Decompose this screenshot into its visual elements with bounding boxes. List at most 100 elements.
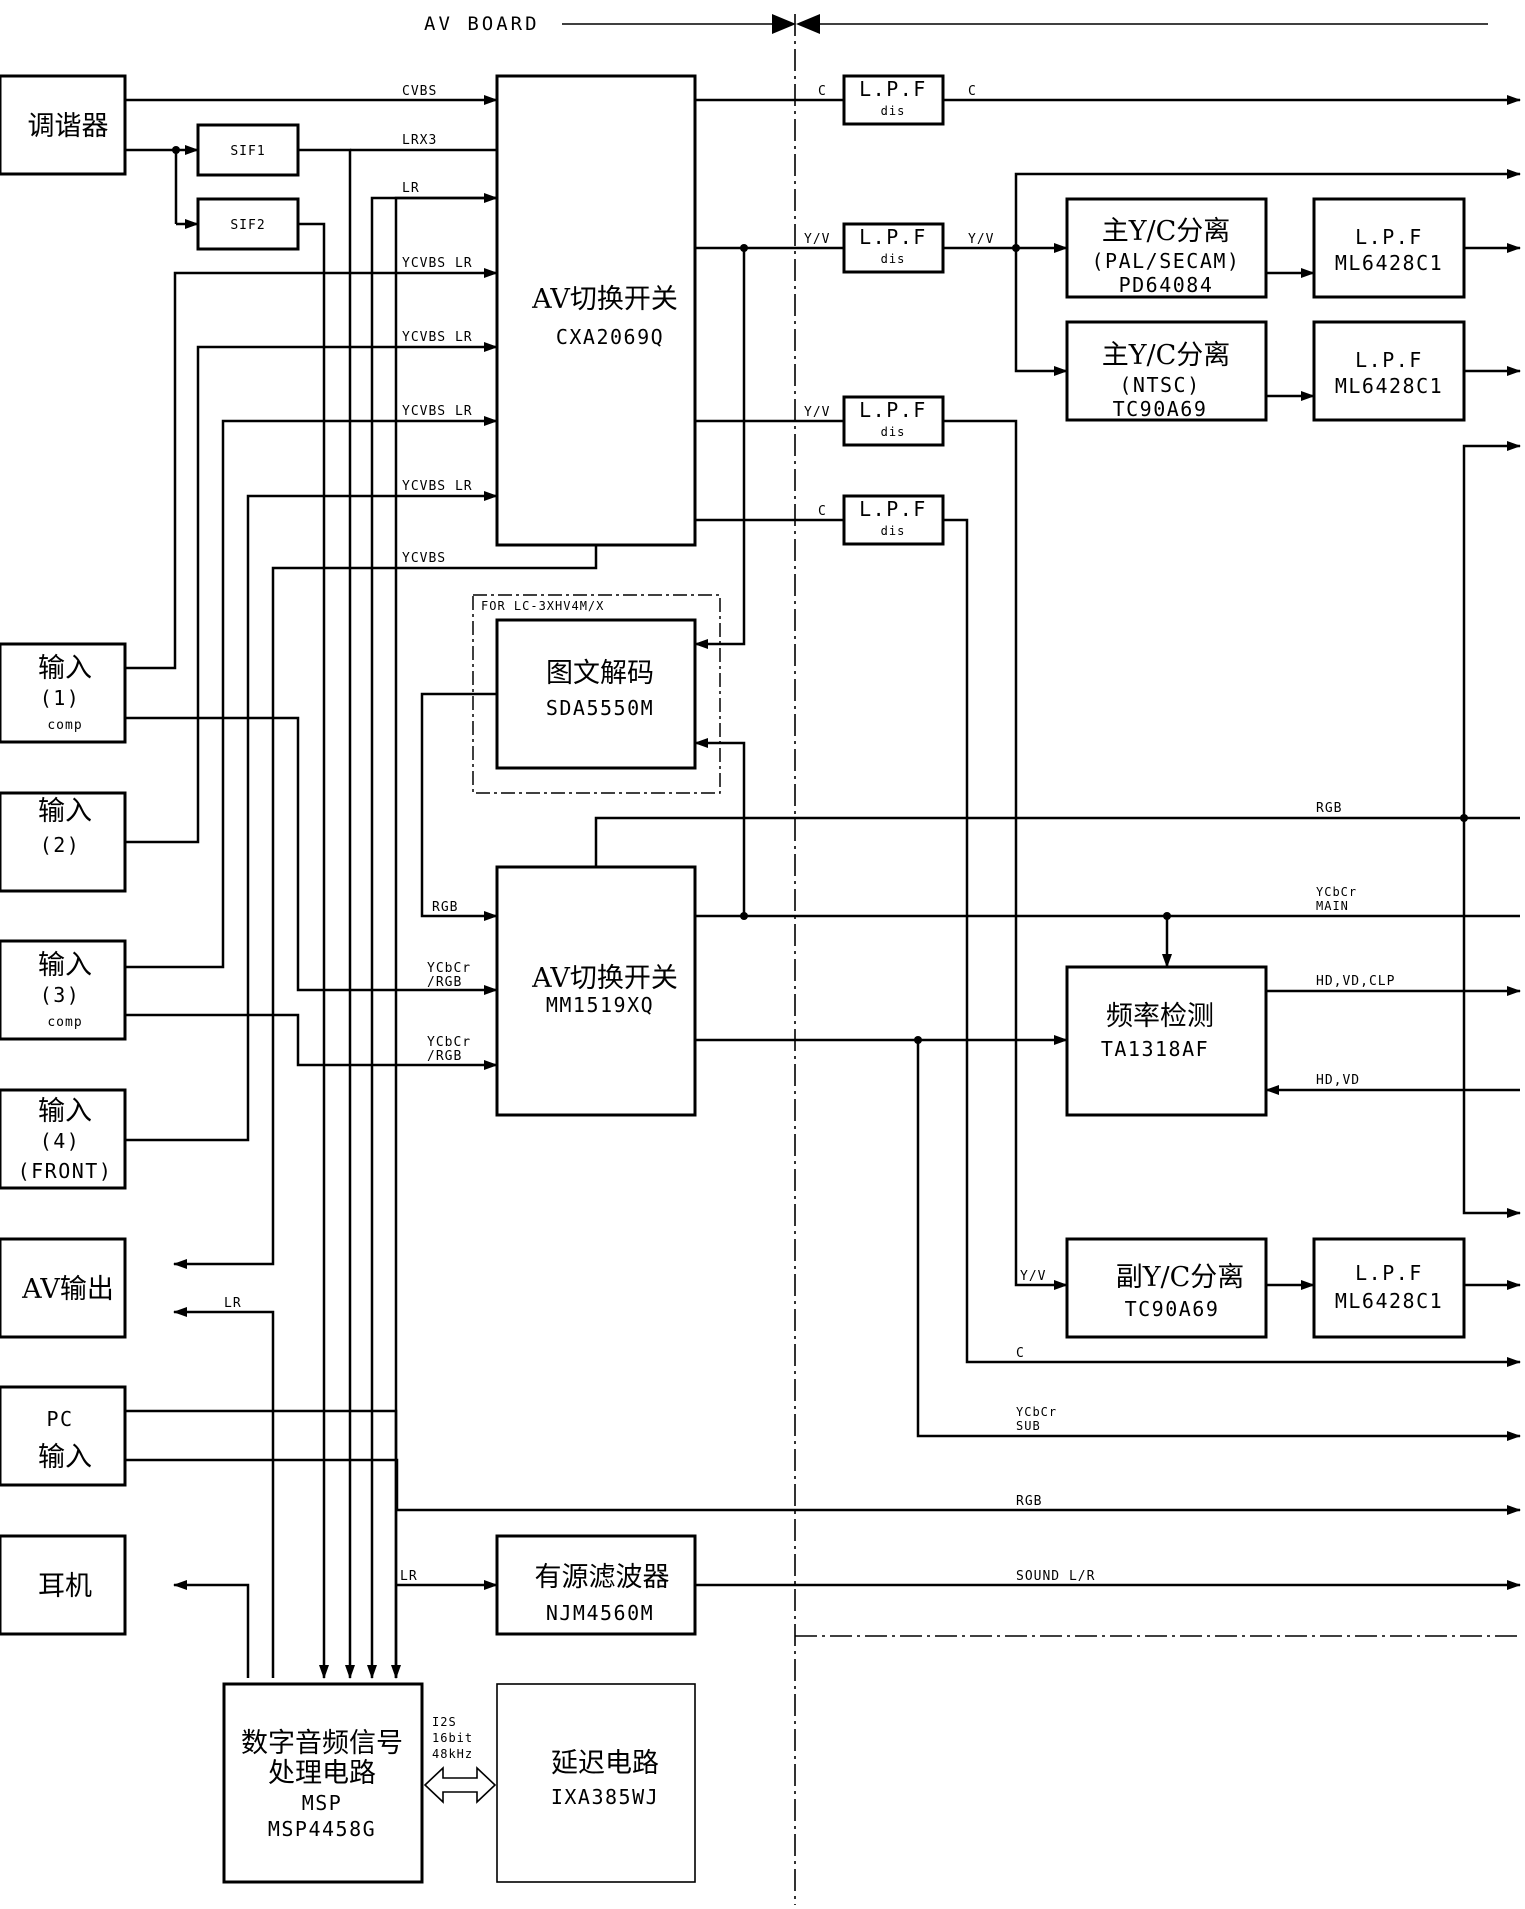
label-ycvbs-lr-2: YCVBS LR [402, 330, 473, 345]
wire-rgb-down [1462, 818, 1521, 1218]
label-hdvdclp: HD,VD,CLP [1316, 974, 1395, 989]
wire-lr-avout [173, 1307, 275, 1678]
lpf-dis-3-sub: dis [881, 425, 906, 439]
sif1-label: SIF1 [230, 144, 265, 159]
wire-to-teletext-2 [694, 738, 746, 916]
delay-part: IXA385WJ [551, 1785, 659, 1809]
av-board-label: AV BOARD [424, 13, 540, 35]
input2-num: (2) [40, 833, 81, 857]
wire-teletext-rgb [420, 692, 498, 921]
delay-title: 延迟电路 [551, 1748, 659, 1779]
yc-sub-title: 副Y/C分离 [1116, 1262, 1245, 1293]
label-sound: SOUND L/R [1016, 1569, 1095, 1584]
label-rgb-pc: RGB [1016, 1494, 1042, 1509]
label-yv-1: Y/V [804, 232, 830, 247]
sif2-block [196, 197, 300, 251]
wire-in1 [125, 268, 498, 670]
av-switch-1-title: AV切换开关 [531, 284, 678, 315]
av-switch-mm1519xq [495, 865, 697, 1117]
sif1-block [196, 123, 300, 177]
label-ycvbs-lr-4: YCVBS LR [402, 479, 473, 494]
lpf-out-1-title: L.P.F [1355, 225, 1423, 249]
av-switch-2-part: MM1519XQ [546, 993, 654, 1017]
input4-num: (4) [40, 1129, 81, 1153]
lpf-dis-2-title: L.P.F [859, 225, 927, 249]
input4-sub: (FRONT) [18, 1159, 113, 1183]
wire-headphone [173, 1580, 250, 1678]
wire-to-teletext-1 [694, 248, 746, 649]
yc-sub-block [1065, 1237, 1268, 1339]
label-hdvd: HD,VD [1316, 1073, 1360, 1088]
label-c-1: C [818, 84, 827, 99]
lpf-out-3-part: ML6428C1 [1335, 1289, 1443, 1313]
i2s-double-arrow [423, 1766, 497, 1804]
dsp-line3: MSP [302, 1791, 343, 1815]
lpf-dis-3-title: L.P.F [859, 398, 927, 422]
wire-in4 [125, 491, 498, 1142]
label-rgb-out: RGB [1316, 801, 1342, 816]
label-ycbcr-rgb-1a: YCbCr [427, 961, 471, 976]
headphone-label: 耳机 [38, 1571, 92, 1602]
junction-yv [1012, 244, 1020, 252]
wire-rgb-up [1462, 441, 1521, 818]
teletext-frame-label: FOR LC-3XHV4M/X [481, 599, 604, 613]
label-ycbcr-main-1: YCbCr [1316, 885, 1357, 899]
lpf-out-2-part: ML6428C1 [1335, 374, 1443, 398]
input3-sub: comp [47, 1015, 82, 1030]
label-i2s-3: 48kHz [432, 1747, 473, 1761]
junction-rgb [1460, 814, 1468, 822]
teletext-decoder-block [495, 618, 697, 770]
junction-sif [172, 146, 180, 154]
wire-yv-sub [943, 419, 1068, 1290]
label-ycbcr-rgb-2a: YCbCr [427, 1035, 471, 1050]
input1-block [0, 642, 127, 744]
lpf-out-1-part: ML6428C1 [1335, 251, 1443, 275]
yc-sub-part: TC90A69 [1125, 1297, 1220, 1321]
label-c-3: C [818, 504, 827, 519]
lpf-out-2-title: L.P.F [1355, 348, 1423, 372]
av-output-label: AV输出 [21, 1274, 114, 1305]
wire-sif1-msp [298, 148, 355, 1679]
lpf-out-1 [1312, 197, 1466, 299]
label-yv-2: Y/V [968, 232, 994, 247]
av-switch-cxa2069q [495, 74, 697, 547]
wire-ycvbs-avout [173, 545, 598, 1269]
yc-main-ntsc-part: TC90A69 [1113, 397, 1208, 421]
label-lr-avout: LR [224, 1296, 242, 1311]
av-switch-2-title: AV切换开关 [531, 963, 678, 994]
input3-block [0, 939, 127, 1041]
pc-input-block [0, 1385, 127, 1487]
wire-c-down [943, 518, 1521, 1367]
freq-detect-block [1065, 965, 1268, 1117]
yc-main-pal-sub: (PAL/SECAM) [1092, 249, 1241, 273]
board-bowtie-left [772, 14, 796, 34]
yc-main-pal-block [1065, 197, 1268, 299]
lpf-dis-1-sub: dis [881, 104, 906, 118]
tuner-block [0, 74, 127, 176]
label-ycbcr-rgb-1b: /RGB [427, 975, 462, 990]
sif2-label: SIF2 [230, 218, 265, 233]
label-i2s-1: I2S [432, 1715, 457, 1729]
lpf-out-3 [1312, 1237, 1466, 1339]
lpf-dis-2-sub: dis [881, 252, 906, 266]
wire-in2 [125, 342, 498, 844]
input2-title: 输入 [38, 796, 92, 827]
label-lrx3: LRX3 [402, 133, 437, 148]
lpf-dis-4-title: L.P.F [859, 497, 927, 521]
wire-yv-up [1014, 169, 1521, 248]
lpf-out-2 [1312, 320, 1466, 422]
dsp-line2: 处理电路 [268, 1758, 376, 1789]
lpf-dis-1-title: L.P.F [859, 77, 927, 101]
wire-sif2-msp [298, 222, 329, 1679]
label-i2s-2: 16bit [432, 1731, 473, 1745]
label-rgb-teletext: RGB [432, 900, 458, 915]
label-ycvbs-lr-1: YCVBS LR [402, 256, 473, 271]
label-lr-filter: LR [400, 1569, 418, 1584]
label-ycbcr-main-2: MAIN [1316, 899, 1349, 913]
label-ycbcr-sub-2: SUB [1016, 1419, 1041, 1433]
lpf-dis-4-sub: dis [881, 524, 906, 538]
wire-lr-msp2 [367, 196, 396, 1679]
active-filter-block [495, 1534, 697, 1636]
junction-sw2 [740, 912, 748, 920]
label-ycbcr-rgb-2b: /RGB [427, 1049, 462, 1064]
